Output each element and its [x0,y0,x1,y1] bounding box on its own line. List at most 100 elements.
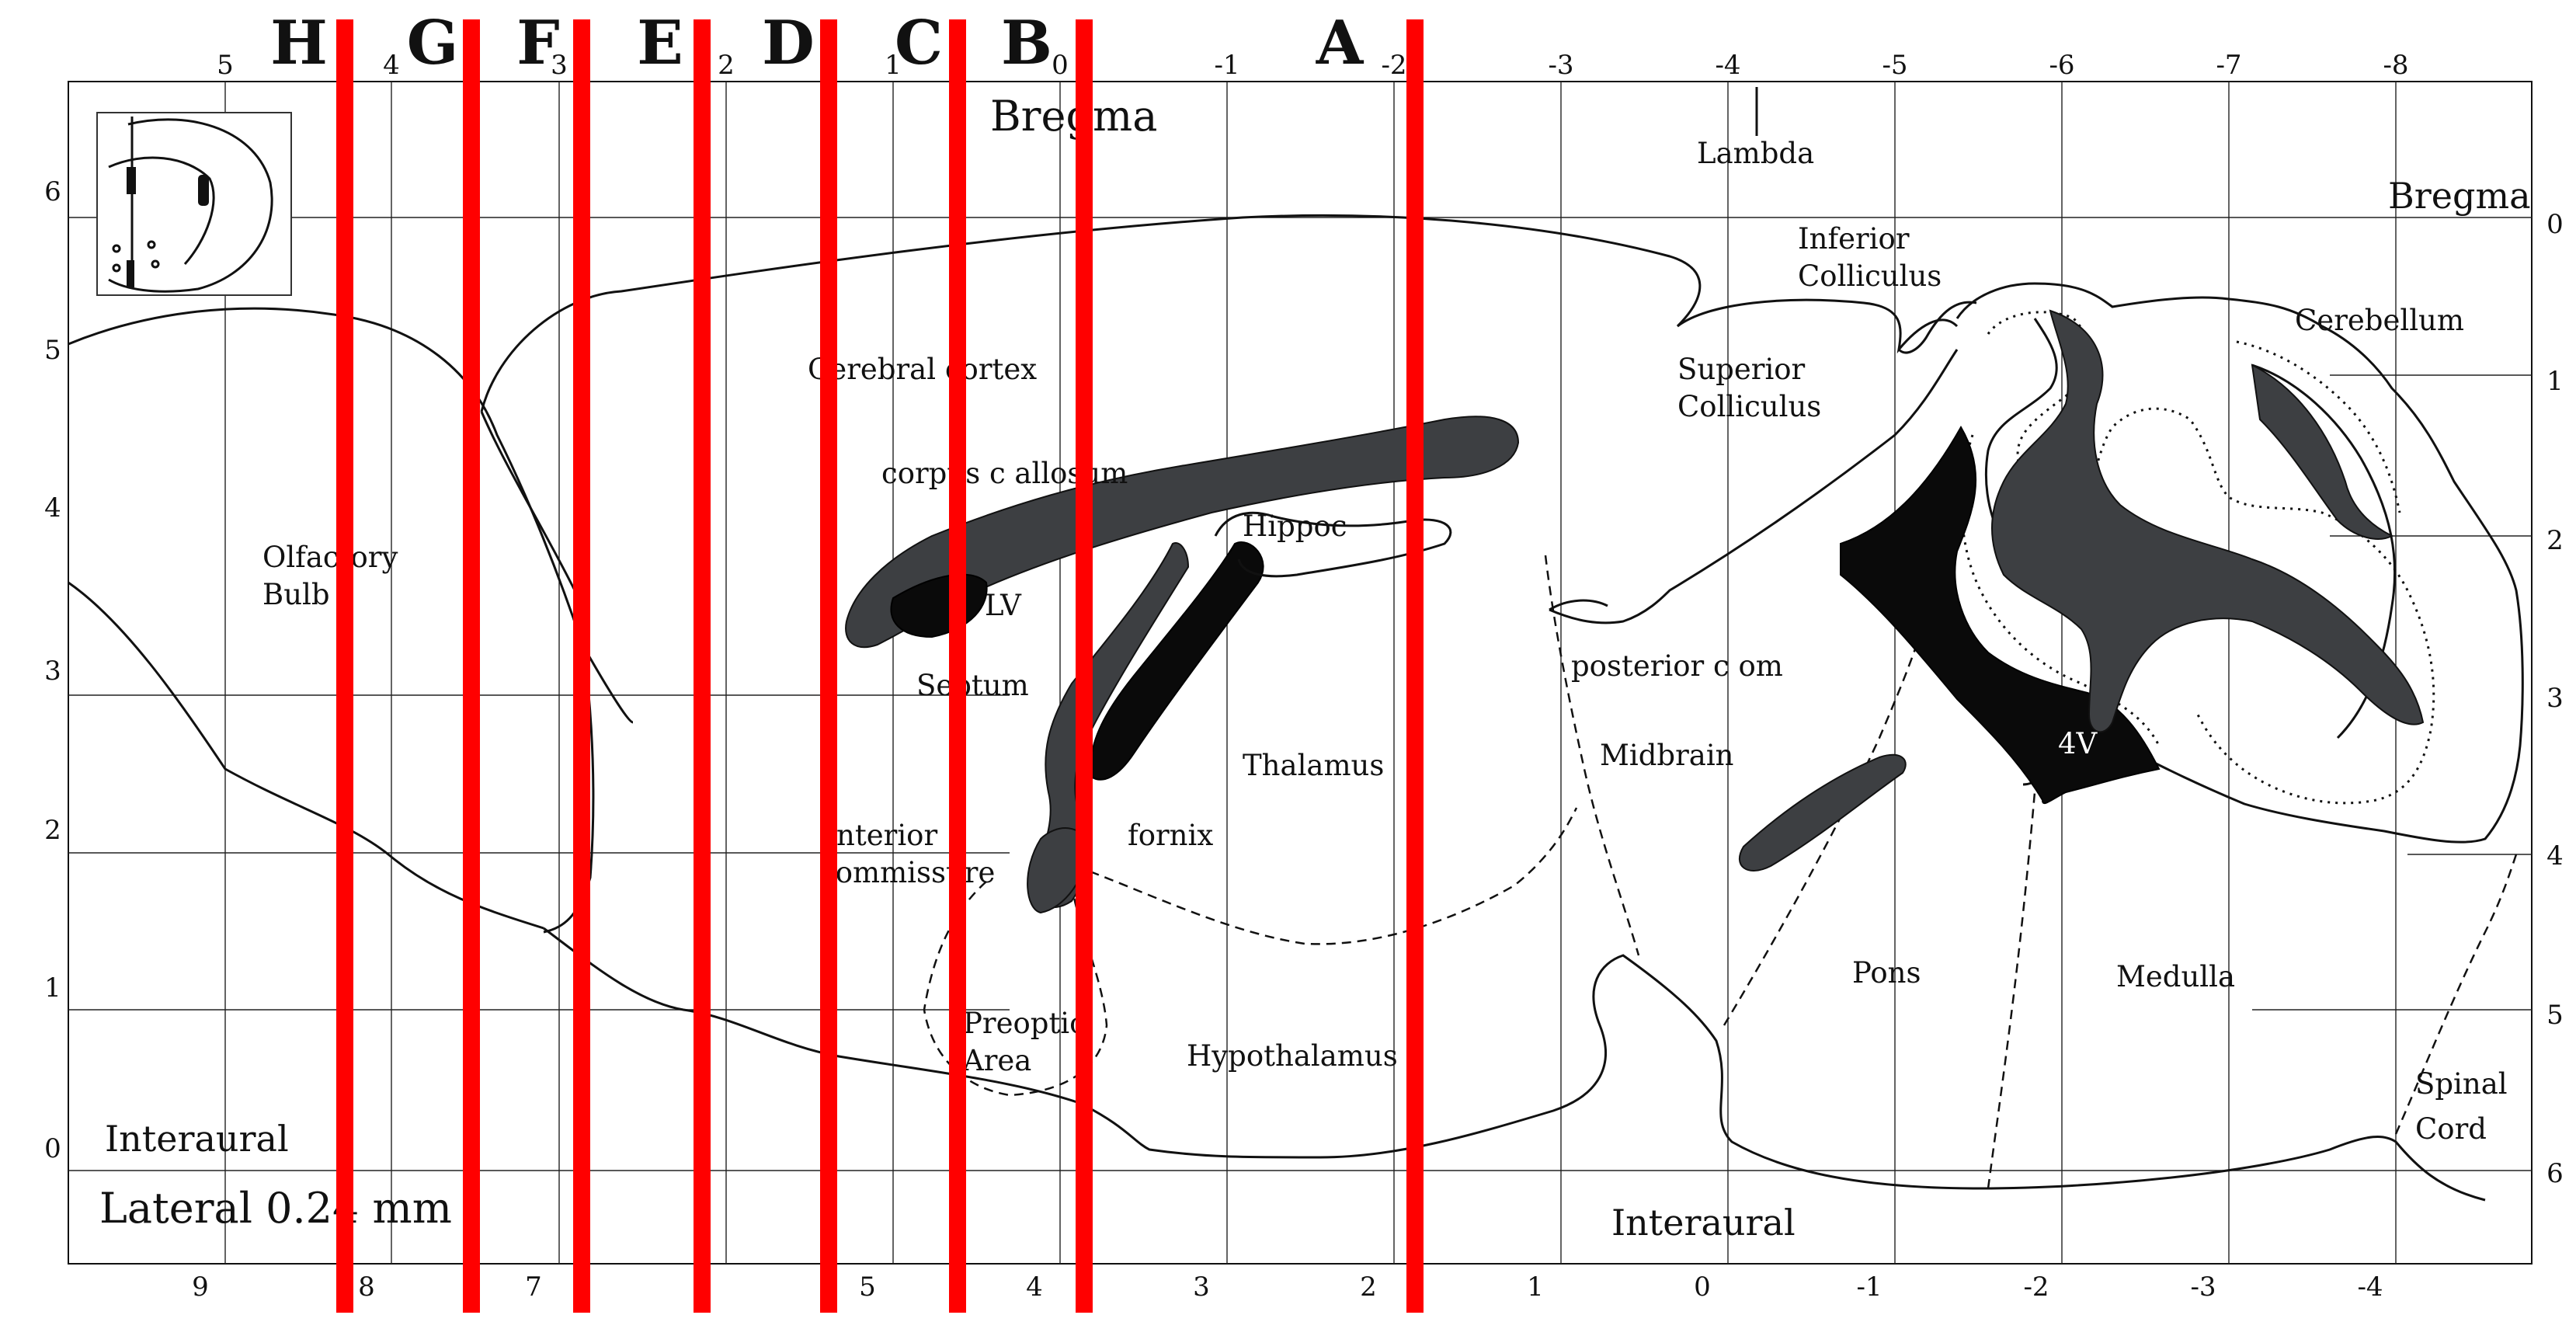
superior-colliculus-label-2: Colliculus [1677,390,1821,423]
midbrain-label: Midbrain [1600,739,1734,772]
bottom-tick: 2 [1360,1272,1377,1303]
medulla-boundary-dashed [1987,791,2036,1189]
right-tick: 4 [2546,840,2564,871]
preoptic-area-dashed [923,881,1108,1097]
right-tick: 3 [2546,683,2564,714]
top-tick: 0 [1052,50,1069,81]
top-tick: -4 [1715,50,1740,81]
bottom-tick: -4 [2357,1272,2383,1303]
cut-label-H: H [270,8,328,78]
interaural-label-left: Interaural [105,1118,289,1160]
bottom-tick: 5 [859,1272,876,1303]
coronal-inset-thumbnail [96,112,292,296]
spinal-cord-label-2: Cord [2415,1112,2487,1146]
right-tick: 5 [2546,1000,2564,1031]
inferior-colliculus-outline [1897,301,1977,354]
cerebellar-white-matter-branch [2251,364,2394,540]
left-tick: 4 [44,492,61,524]
fornix-label: fornix [1128,819,1213,852]
septum-label: Septum [916,669,1029,702]
cerebellum-outline [1955,282,2524,844]
top-tick: 2 [718,50,735,81]
bottom-tick: 4 [1026,1272,1043,1303]
bottom-tick: 8 [358,1272,375,1303]
cut-label-F: F [516,8,559,78]
hippocampal-fornix-black [1090,541,1264,781]
right-tick: 1 [2546,366,2564,397]
olfactory-bulb-label-1: Olfactory [262,541,398,574]
cut-label-D: D [762,8,815,78]
cut-lines [336,19,1424,1313]
inferior-colliculus-label-1: Inferior [1798,222,1910,256]
grid [68,82,2532,1264]
olfactory-bulb-label-2: Bulb [262,578,330,611]
spinal-cord-label-1: Spinal [2415,1067,2508,1101]
anterior-commissure-label-1: anterior [819,819,937,852]
cut-label-A: A [1316,8,1364,78]
top-tick: 5 [217,50,234,81]
left-axis-ticks: 6 5 4 3 2 1 0 [44,176,61,1164]
inferior-colliculus-label-2: Colliculus [1798,259,1942,293]
cut-line-F [573,19,590,1313]
superior-colliculus-outline [1677,298,1959,354]
posterior-commissure-outline-2 [1549,599,1608,611]
top-tick: -8 [2383,50,2408,81]
midbrain-boundary-dashed [1544,555,1640,956]
posterior-commissure-outline [1549,349,1959,624]
lower-brainstem-outline [543,927,2486,1202]
cerebellum-folia-dotted [1987,311,2435,805]
top-tick: -6 [2049,50,2074,81]
cut-line-E [694,19,711,1313]
interaural-label-bottom: Interaural [1611,1202,1796,1244]
bottom-tick: -3 [2190,1272,2216,1303]
cut-line-C [949,19,966,1313]
left-tick: 5 [44,335,61,366]
right-tick: 6 [2546,1158,2564,1189]
preoptic-area-label-1: Preoptic [963,1007,1086,1040]
thalamus-label: Thalamus [1243,749,1384,782]
lateral-label: Lateral 0.24 mm [99,1184,452,1233]
right-tick: 0 [2546,209,2564,240]
midbrain-dark-shape [1739,753,1907,871]
hippocampus-label: Hippoc [1243,510,1347,543]
top-tick: -5 [1882,50,1907,81]
preoptic-area-label-2: Area [962,1044,1031,1077]
top-tick: -2 [1381,50,1406,81]
cut-line-B [1076,19,1093,1313]
bottom-tick: 1 [1527,1272,1544,1303]
bottom-tick: 0 [1694,1272,1711,1303]
cut-label-G: G [407,8,459,78]
bottom-tick: 9 [192,1272,209,1303]
superior-colliculus-label-1: Superior [1677,353,1806,386]
left-tick: 1 [44,972,61,1004]
left-tick: 6 [44,176,61,207]
lambda-label: Lambda [1697,137,1814,170]
cut-label-B: B [1001,8,1052,78]
pons-label: Pons [1852,956,1921,990]
lateral-ventricle-label: LV [985,589,1022,622]
hippocampus-outline [1214,511,1452,578]
fourth-ventricle-label: 4V [2058,727,2098,760]
hypothalamus-label: Hypothalamus [1187,1039,1398,1073]
cerebral-cortex-label: Cerebral cortex [808,353,1037,386]
posterior-commissure-label: posterior c om [1571,649,1783,683]
bottom-tick: -1 [1856,1272,1882,1303]
top-tick: -7 [2216,50,2241,81]
bottom-tick: -2 [2023,1272,2049,1303]
cut-label-E: E [637,8,683,78]
cut-labels: H G F E D C B A [270,8,1364,78]
top-tick: -1 [1214,50,1239,81]
medulla-label: Medulla [2116,960,2235,993]
top-tick: -3 [1548,50,1573,81]
top-axis-ticks: 5 4 3 2 1 0 -1 -2 -3 -4 -5 -6 -7 -8 [217,50,2408,81]
anterior-commissure-shape [1027,827,1089,914]
right-tick: 2 [2546,525,2564,556]
bottom-axis-ticks: 9 8 7 6 5 4 3 2 1 0 -1 -2 -3 -4 [192,1272,2383,1303]
left-tick: 3 [44,656,61,687]
left-tick: 2 [44,815,61,846]
bregma-label-top: Bregma [990,92,1157,141]
cut-line-H [336,19,353,1313]
right-axis-ticks: 0 1 2 3 4 5 6 [2546,209,2564,1189]
top-tick: 3 [551,50,568,81]
